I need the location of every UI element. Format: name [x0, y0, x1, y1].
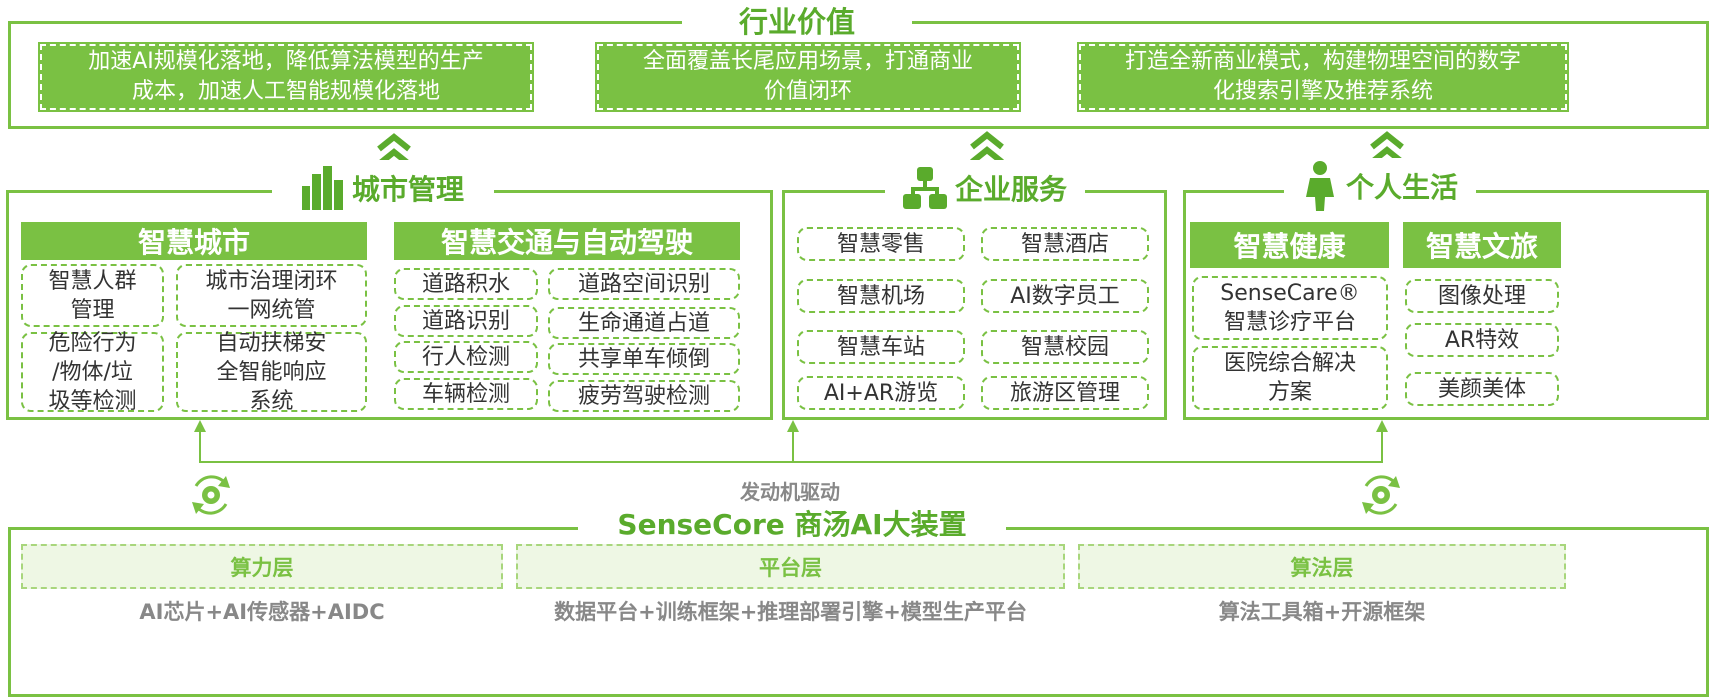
- platform-layer-desc: 数据平台+训练框架+推理部署引擎+模型生产平台: [554, 600, 1027, 624]
- industry-value-title: 行业价值: [682, 4, 912, 40]
- compute-layer-desc: AI芯片+AI传感器+AIDC: [139, 600, 385, 624]
- algorithm-layer: 算法层: [1078, 544, 1566, 589]
- value-box-1-line1: 加速AI规模化落地，降低算法模型的生产: [88, 49, 484, 74]
- health-item-hospital: 医院综合解决 方案: [1192, 346, 1388, 410]
- enterprise-item: AI数字员工: [981, 279, 1149, 313]
- refresh-gear-icon: [1362, 475, 1400, 515]
- traffic-item: 车辆检测: [394, 378, 538, 410]
- city-item-escalator-line2: 全智能响应: [216, 359, 327, 385]
- city-item-escalator: 自动扶梯安 全智能响应 系统: [176, 330, 367, 414]
- city-item-crowd-line2: 管理: [70, 297, 115, 323]
- smart-health-header: 智慧健康: [1190, 222, 1389, 268]
- org-chart-icon: [902, 167, 947, 209]
- city-item-crowd: 智慧人群 管理: [21, 264, 164, 327]
- algorithm-layer-desc: 算法工具箱+开源框架: [1218, 600, 1426, 624]
- traffic-item: 共享单车倾倒: [548, 343, 740, 375]
- value-box-2: 全面覆盖长尾应用场景，打通商业 价值闭环: [595, 42, 1021, 112]
- smart-city-header: 智慧城市: [21, 222, 367, 260]
- city-item-danger-line2: /物体/垃: [52, 359, 133, 385]
- travel-item: 图像处理: [1405, 279, 1559, 313]
- city-item-danger-line1: 危险行为: [48, 330, 137, 356]
- traffic-item: 生命通道占道: [548, 307, 740, 339]
- health-item-hospital-line1: 医院综合解决: [1223, 351, 1356, 376]
- city-item-danger: 危险行为 /物体/垃 圾等检测: [21, 330, 164, 414]
- travel-item: AR特效: [1405, 323, 1559, 357]
- city-item-governance-line2: 一网统管: [227, 297, 316, 323]
- enterprise-item: 智慧酒店: [981, 227, 1149, 261]
- value-box-3-line2: 化搜索引擎及推荐系统: [1212, 79, 1433, 104]
- value-box-3-line1: 打造全新商业模式，构建物理空间的数字: [1124, 49, 1521, 74]
- traffic-item: 疲劳驾驶检测: [548, 380, 740, 412]
- enterprise-item: 智慧零售: [797, 227, 965, 261]
- city-buildings-icon: [301, 166, 343, 210]
- traffic-item: 道路空间识别: [548, 268, 740, 300]
- health-item-hospital-line2: 方案: [1267, 380, 1312, 405]
- compute-layer: 算力层: [21, 544, 503, 589]
- double-chevron-up-icon: [970, 131, 1004, 165]
- health-item-sensecare-line2: 智慧诊疗平台: [1223, 310, 1356, 335]
- health-item-sensecare: SenseCare® 智慧诊疗平台: [1192, 276, 1388, 340]
- city-item-danger-line3: 圾等检测: [48, 388, 137, 414]
- city-item-crowd-line1: 智慧人群: [48, 268, 137, 294]
- city-management-title: 城市管理: [351, 173, 464, 206]
- value-box-2-line1: 全面覆盖长尾应用场景，打通商业: [642, 49, 973, 74]
- smart-traffic-header: 智慧交通与自动驾驶: [394, 222, 740, 260]
- value-box-2-line2: 价值闭环: [763, 79, 852, 104]
- travel-item: 美颜美体: [1405, 372, 1559, 406]
- smart-travel-header: 智慧文旅: [1403, 222, 1561, 268]
- enterprise-item: 智慧机场: [797, 279, 965, 313]
- city-item-governance-line1: 城市治理闭环: [205, 268, 338, 294]
- enterprise-title: 企业服务: [954, 173, 1067, 206]
- platform-layer: 平台层: [516, 544, 1065, 589]
- refresh-gear-icon: [192, 475, 230, 515]
- traffic-item: 行人检测: [394, 341, 538, 373]
- engine-connector-lines: [194, 420, 1388, 463]
- traffic-item: 道路识别: [394, 305, 538, 337]
- value-box-1-line2: 成本，加速人工智能规模化落地: [131, 79, 440, 104]
- engine-drive-label: 发动机驱动: [740, 480, 840, 504]
- value-box-1: 加速AI规模化落地，降低算法模型的生产 成本，加速人工智能规模化落地: [38, 42, 534, 112]
- enterprise-item: 旅游区管理: [981, 376, 1149, 410]
- enterprise-item: AI+AR游览: [797, 376, 965, 410]
- traffic-item: 道路积水: [394, 268, 538, 300]
- enterprise-item: 智慧车站: [797, 330, 965, 364]
- city-item-escalator-line1: 自动扶梯安: [216, 330, 327, 356]
- person-icon: [1305, 161, 1334, 211]
- city-management-header: 城市管理: [272, 160, 494, 216]
- sensecore-title: SenseCore 商汤AI大装置: [578, 506, 1006, 544]
- city-item-escalator-line3: 系统: [249, 388, 294, 414]
- personal-life-title: 个人生活: [1345, 171, 1458, 204]
- value-box-3: 打造全新商业模式，构建物理空间的数字 化搜索引擎及推荐系统: [1077, 42, 1569, 112]
- enterprise-header: 企业服务: [885, 160, 1085, 216]
- enterprise-item: 智慧校园: [981, 330, 1149, 364]
- city-item-governance: 城市治理闭环 一网统管: [176, 264, 367, 327]
- health-item-sensecare-line1: SenseCare®: [1220, 281, 1360, 306]
- personal-life-header: 个人生活: [1284, 158, 1476, 214]
